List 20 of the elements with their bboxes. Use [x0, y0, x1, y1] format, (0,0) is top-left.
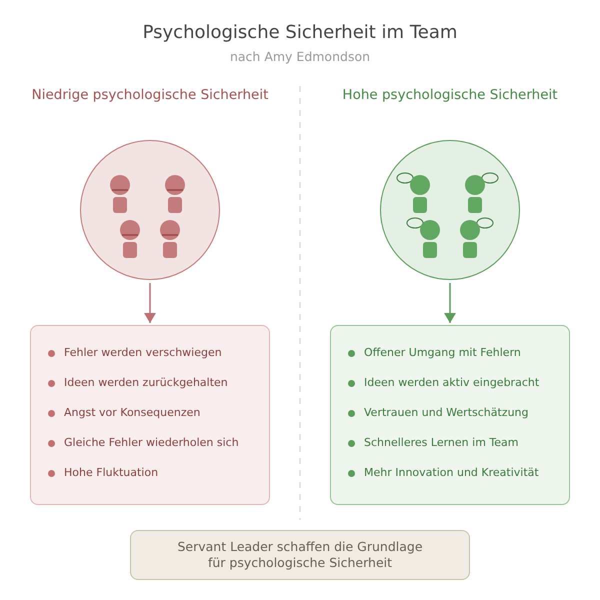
- column-heading: Hohe psychologische Sicherheit: [342, 87, 558, 104]
- arrow: [444, 283, 456, 323]
- list-panel: [30, 325, 270, 505]
- diagram-title: Psychologische Sicherheit im Team: [142, 22, 458, 44]
- list-item-text: Gleiche Fehler wiederholen sich: [64, 436, 239, 450]
- subtitle: nach Amy Edmondson: [230, 49, 370, 65]
- summary-text: Servant Leader schaffen die Grundlage für psychologische Sicherheit: [177, 539, 423, 571]
- list-item-text: Offener Umgang mit Fehlern: [364, 346, 521, 360]
- arrow: [144, 283, 156, 323]
- list-panel: [330, 325, 570, 505]
- list-item-text: Mehr Innovation und Kreativität: [364, 466, 539, 480]
- list-item-text: Vertrauen und Wertschätzung: [364, 406, 529, 420]
- list-item-text: Fehler werden verschwiegen: [64, 346, 222, 360]
- list-item-text: Ideen werden zurückgehalten: [64, 376, 228, 390]
- summary-panel: [130, 530, 470, 580]
- list-item-text: Schnelleres Lernen im Team: [364, 436, 518, 450]
- list-item-text: Angst vor Konsequenzen: [64, 406, 200, 420]
- list-item-text: Hohe Fluktuation: [64, 466, 158, 480]
- column-heading: Niedrige psychologische Sicherheit: [32, 87, 268, 104]
- list-item-text: Ideen werden aktiv eingebracht: [364, 376, 540, 390]
